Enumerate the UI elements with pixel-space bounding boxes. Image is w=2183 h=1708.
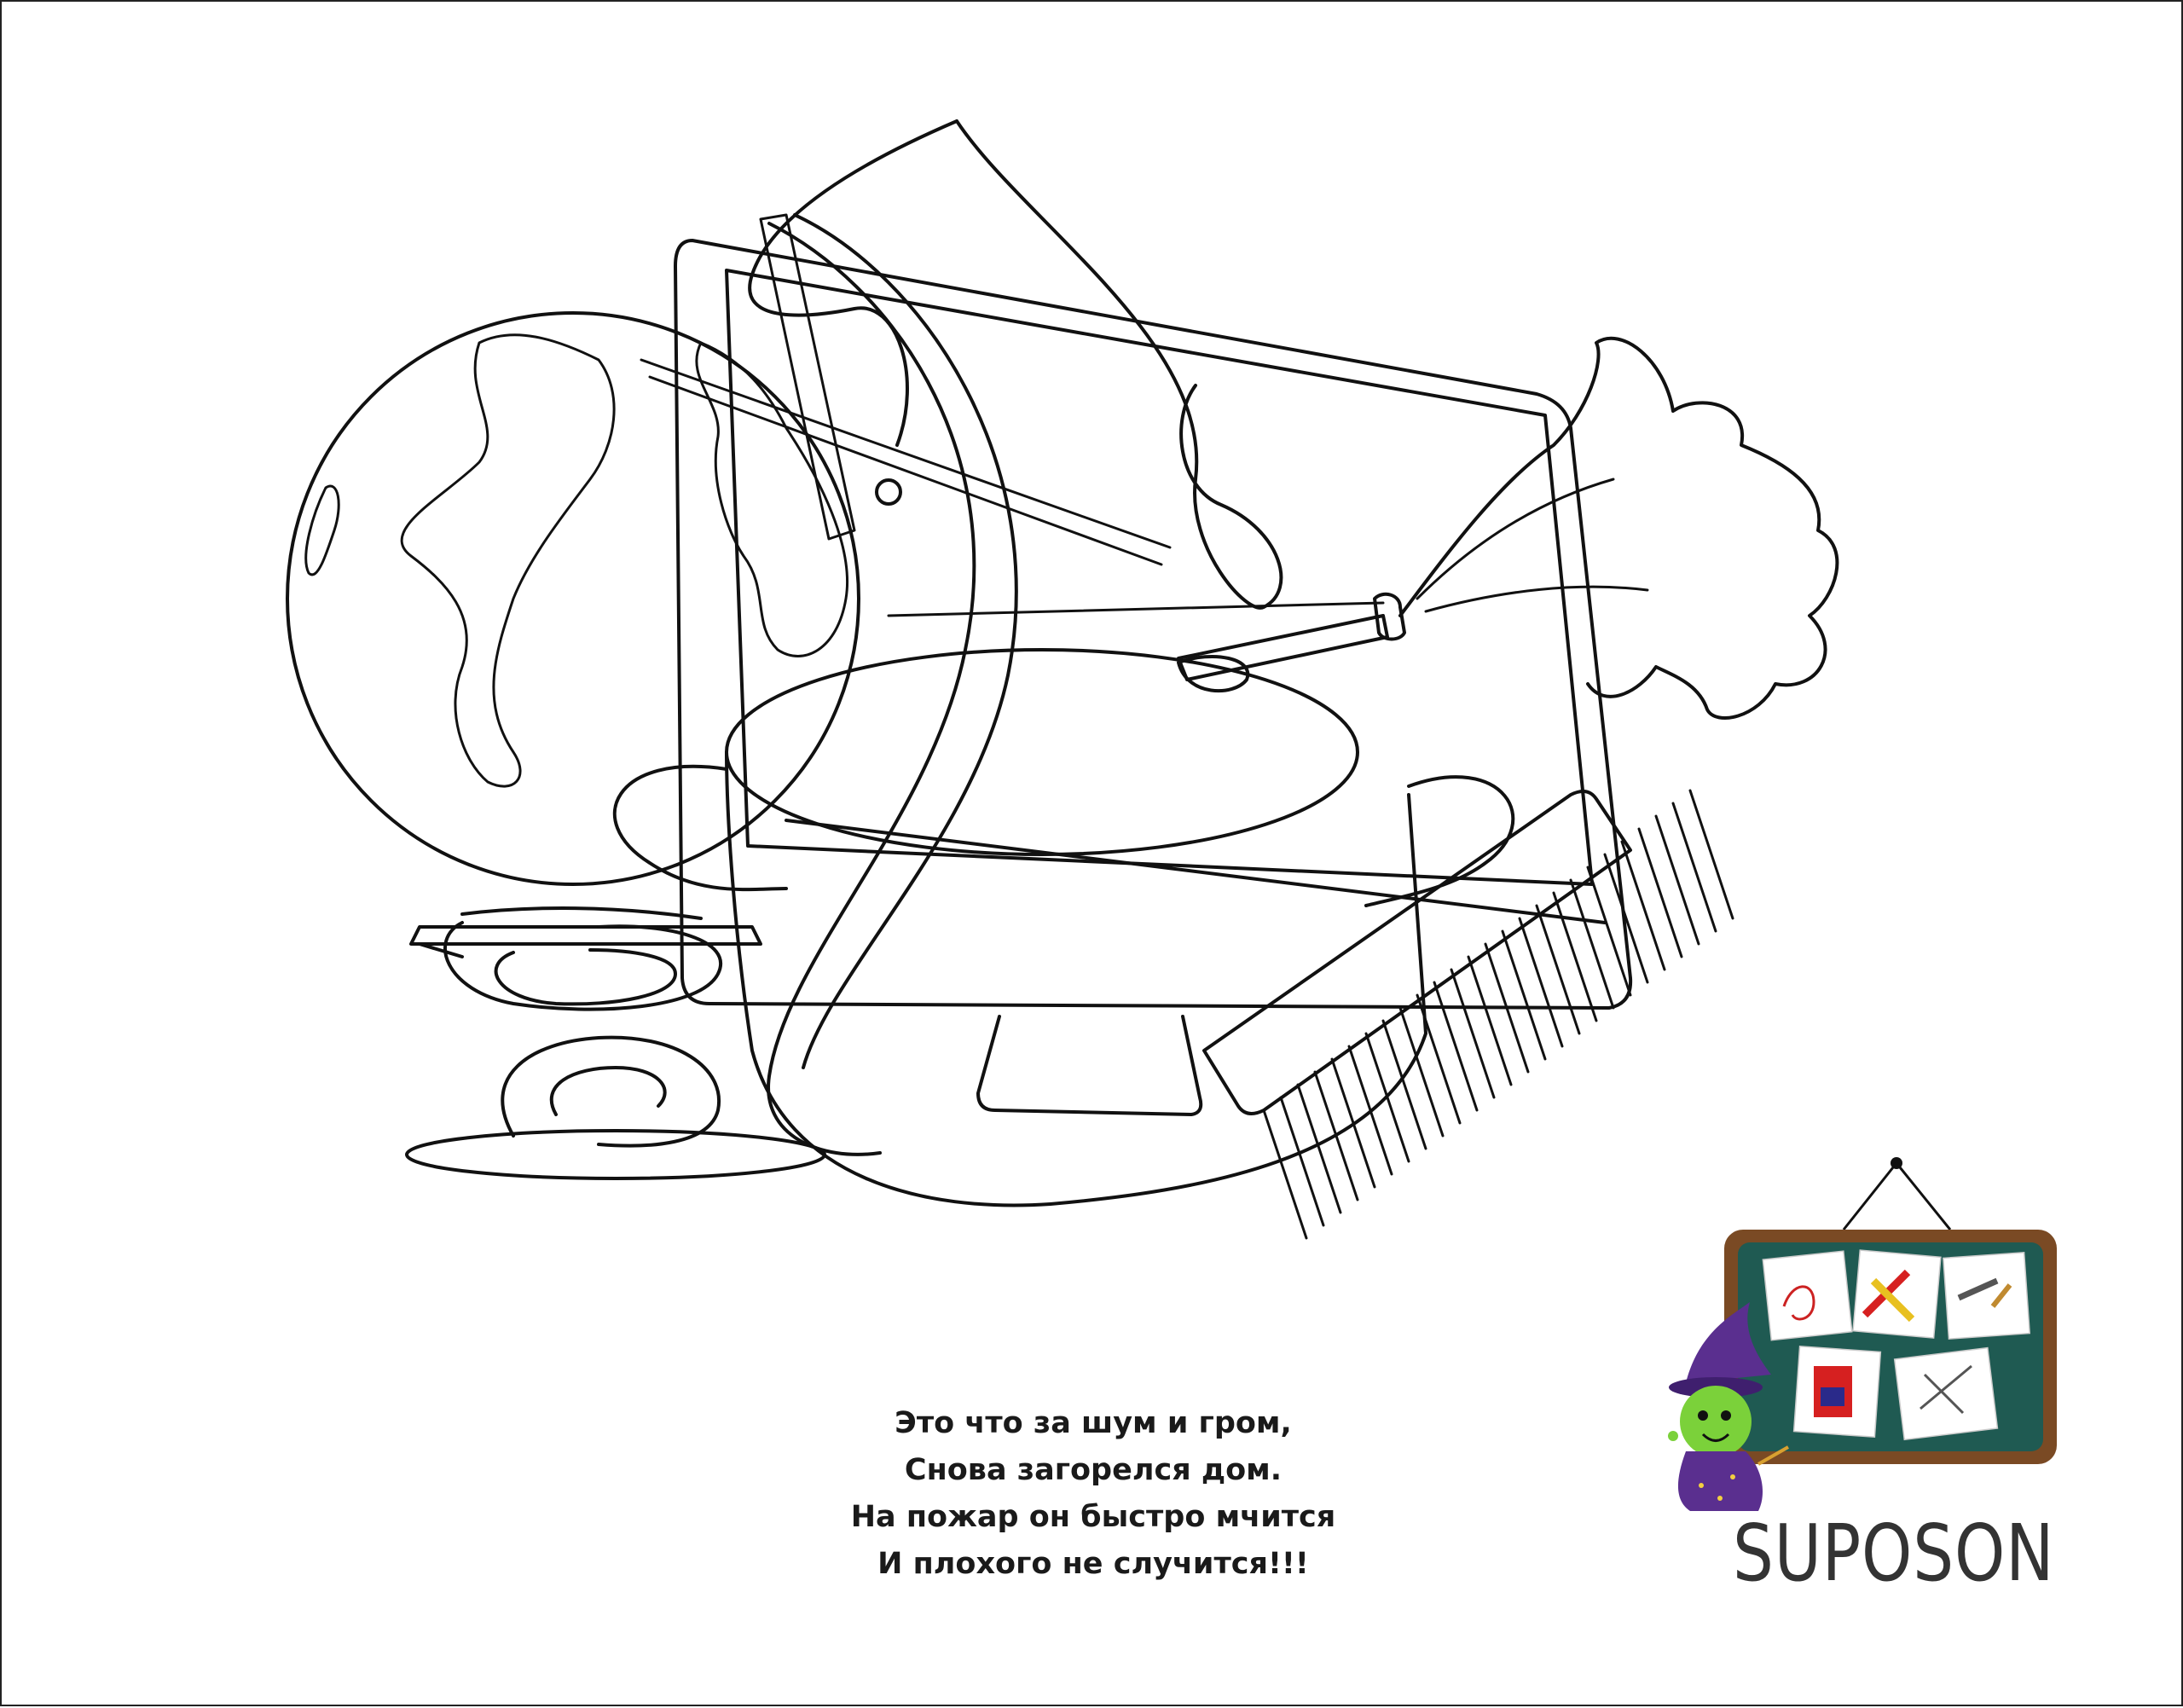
poem-text: Это что за шум и гром, Снова загорелся д…	[752, 1400, 1434, 1588]
feather-duster-icon	[887, 336, 1839, 720]
chalkboard-icon	[1724, 1157, 2057, 1464]
monitor-icon	[674, 239, 1633, 1116]
poem-line: На пожар он быстро мчится	[850, 1500, 1336, 1534]
hair-dryer-icon	[640, 119, 1283, 1156]
poem-line: Снова загорелся дом.	[904, 1453, 1283, 1487]
poem-line: И плохого не случится!!!	[877, 1547, 1309, 1581]
wizard-mascot-icon	[1668, 1302, 1789, 1511]
comb-icon	[1202, 789, 1734, 1240]
globe-icon	[286, 311, 860, 1180]
poem-line: Это что за шум и гром,	[895, 1406, 1292, 1440]
brand-logo-text: SUPOSON	[1733, 1508, 2055, 1599]
pot-icon	[612, 648, 1515, 1207]
